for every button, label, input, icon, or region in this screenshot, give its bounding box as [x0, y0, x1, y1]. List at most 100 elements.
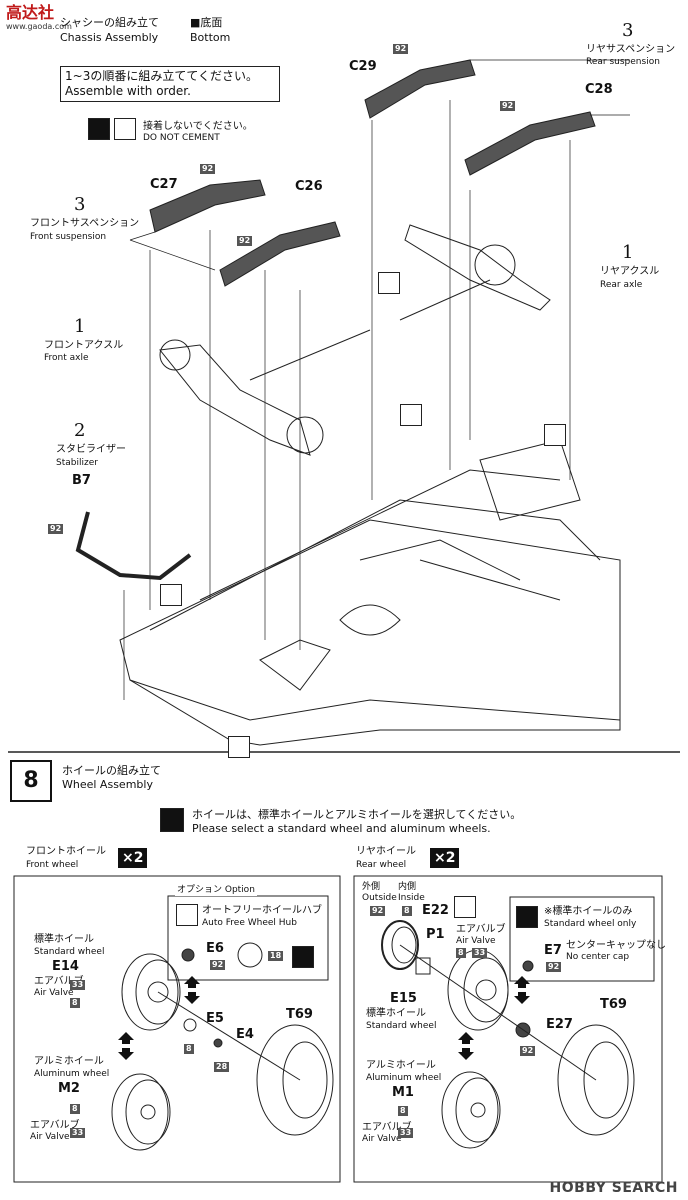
front-axle-jp: フロントアクスル — [44, 340, 124, 351]
cap-en: No center cap — [566, 952, 630, 962]
tag-8: 8 — [70, 998, 80, 1008]
rear-susp-step: 3 — [622, 20, 634, 41]
order-note-en: Assemble with order. — [65, 84, 191, 98]
part-c28: C28 — [585, 82, 613, 97]
no-cement-icon — [228, 736, 250, 758]
tag-33: 33 — [70, 980, 86, 990]
inside-en: Inside — [398, 893, 425, 903]
part-e6: E6 — [206, 941, 224, 956]
rear-alu-air-jp: エアバルブ — [362, 1122, 412, 1133]
part-p1: P1 — [426, 927, 445, 942]
rear-air-en: Air Valve — [456, 936, 496, 946]
front-susp-step: 3 — [74, 194, 86, 215]
part-c29: C29 — [349, 59, 377, 74]
rear-alu-wheel-jp: アルミホイール — [366, 1060, 436, 1071]
tag-92: 92 — [393, 44, 409, 54]
tag-18: 18 — [268, 951, 284, 961]
paint-brush-icon — [516, 906, 538, 928]
tag-92: 92 — [48, 524, 64, 534]
view-label-jp: ■底面 — [190, 16, 223, 29]
no-cement-icon — [378, 272, 400, 294]
front-alu-air-en: Air Valve — [30, 1132, 70, 1142]
rear-std-wheel-jp: 標準ホイール — [366, 1008, 426, 1019]
part-t69-rear: T69 — [600, 997, 627, 1012]
rear-count-badge: ×2 — [430, 848, 460, 868]
front-axle-step: 1 — [74, 316, 86, 337]
wheel-title-en: Wheel Assembly — [62, 778, 153, 791]
stabilizer-step: 2 — [74, 420, 86, 441]
front-air-en: Air Valve — [34, 988, 74, 998]
hub-en: Auto Free Wheel Hub — [202, 918, 297, 928]
part-e27: E27 — [546, 1017, 573, 1032]
rear-axle-en: Rear axle — [600, 280, 643, 290]
cap-jp: センターキャップなし — [566, 940, 666, 951]
tag-92: 92 — [200, 164, 216, 174]
part-c27: C27 — [150, 177, 178, 192]
tag-92: 92 — [237, 236, 253, 246]
logo-url: www.gaoda.com — [6, 22, 72, 31]
rear-wheel-jp: リヤホイール — [356, 846, 416, 857]
rear-susp-en: Rear suspension — [586, 57, 660, 67]
watermark: HOBBY SEARCH — [549, 1180, 678, 1196]
part-e14: E14 — [52, 959, 79, 974]
site-logo: 高达社 www.gaoda.com — [6, 3, 72, 32]
front-wheel-en: Front wheel — [26, 860, 79, 870]
step-number: 8 — [10, 760, 52, 802]
select-note-jp: ホイールは、標準ホイールとアルミホイールを選択してください。 — [192, 808, 522, 821]
outside-en: Outside — [362, 893, 397, 903]
logo-text: 高达社 — [6, 3, 55, 22]
part-t69-front: T69 — [286, 1007, 313, 1022]
view-label-en: Bottom — [190, 31, 231, 44]
part-e7: E7 — [544, 943, 562, 958]
part-b7: B7 — [72, 473, 91, 488]
wheel-title-jp: ホイールの組み立て — [62, 764, 161, 777]
no-cement-icon — [544, 424, 566, 446]
rear-wheel-en: Rear wheel — [356, 860, 407, 870]
front-std-wheel-jp: 標準ホイール — [34, 934, 94, 945]
stabilizer-jp: スタビライザー — [56, 444, 126, 455]
order-note: 1~3の順番に組み立ててください。 Assemble with order. — [60, 66, 280, 102]
part-e15: E15 — [390, 991, 417, 1006]
hub-jp: オートフリーホイールハブ — [202, 905, 322, 916]
tag-92: 92 — [546, 962, 562, 972]
part-e4: E4 — [236, 1027, 254, 1042]
tag-8: 8 — [184, 1044, 194, 1054]
no-cement-en: DO NOT CEMENT — [143, 133, 220, 143]
tag-8: 8 — [398, 1106, 408, 1116]
front-alu-air-jp: エアバルブ — [30, 1120, 80, 1131]
rear-std-wheel-en: Standard wheel — [366, 1021, 437, 1031]
tag-92: 92 — [370, 906, 386, 916]
inside-jp: 内側 — [398, 882, 417, 892]
no-cement-icon — [160, 584, 182, 606]
front-air-jp: エアバルブ — [34, 976, 84, 987]
rear-air-jp: エアバルブ — [456, 924, 506, 935]
rear-alu-wheel-en: Aluminum wheel — [366, 1073, 442, 1083]
chassis-title-en: Chassis Assembly — [60, 31, 159, 44]
front-alu-wheel-jp: アルミホイール — [34, 1056, 104, 1067]
no-cement-icon — [454, 896, 476, 918]
star-icon — [292, 946, 314, 968]
select-note-en: Please select a standard wheel and alumi… — [192, 822, 491, 835]
front-axle-en: Front axle — [44, 353, 89, 363]
outside-jp: 外側 — [362, 882, 381, 892]
no-cement-jp: 接着しないでください。 — [143, 121, 253, 132]
tag-92: 92 — [500, 101, 516, 111]
part-e5: E5 — [206, 1011, 224, 1026]
no-cement-icon — [400, 404, 422, 426]
tag-92: 92 — [520, 1046, 536, 1056]
front-susp-en: Front suspension — [30, 232, 107, 242]
part-m2: M2 — [58, 1081, 80, 1096]
no-cement-icon — [114, 118, 136, 140]
tag-33: 33 — [398, 1128, 414, 1138]
part-m1: M1 — [392, 1085, 414, 1100]
tag-28: 28 — [214, 1062, 230, 1072]
stabilizer-en: Stabilizer — [56, 458, 98, 468]
tag-8: 8 — [70, 1104, 80, 1114]
rear-axle-step: 1 — [622, 242, 634, 263]
chassis-title-jp: シャシーの組み立て — [60, 16, 159, 29]
front-alu-wheel-en: Aluminum wheel — [34, 1069, 110, 1079]
part-c26: C26 — [295, 179, 323, 194]
select-arrows-icon — [160, 808, 184, 832]
tag-8: 8 — [402, 906, 412, 916]
